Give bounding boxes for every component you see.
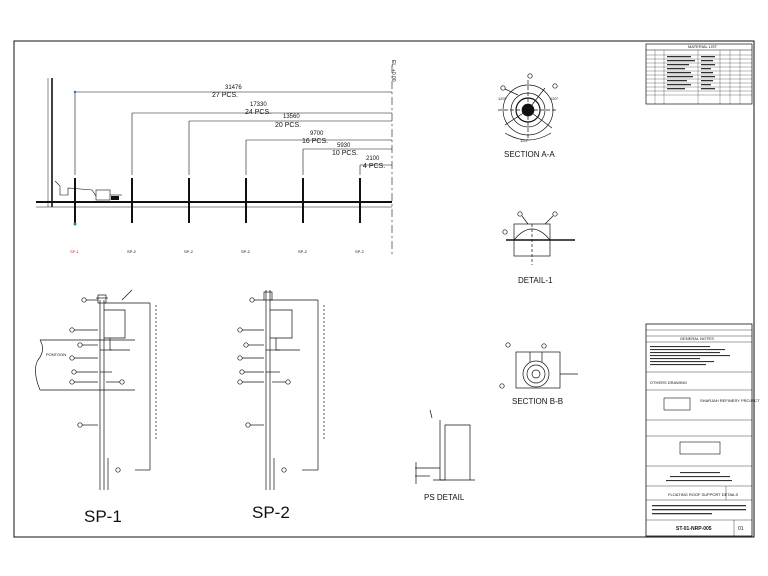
detail-1 — [502, 211, 575, 265]
support-detail-sp2 — [237, 290, 325, 490]
support-tag: SP-2 — [127, 249, 137, 254]
pontoon-label: PONTOON — [46, 352, 66, 357]
dimension-count: 4 PCS. — [363, 163, 385, 170]
drawing-kind: OTHERS DRAWING — [650, 380, 687, 385]
dimension-count: 20 PCS. — [275, 122, 301, 129]
ps-detail-title: PS DETAIL — [424, 493, 465, 502]
support-tag: SP-2 — [355, 249, 365, 254]
dimension-length: 31476 — [225, 85, 242, 91]
dimension-length: 9700 — [310, 131, 324, 137]
support-legs — [74, 178, 361, 223]
dimension-count: 10 PCS. — [332, 150, 358, 157]
dimension-length: 2100 — [366, 156, 380, 162]
ps-detail — [415, 409, 475, 484]
support-tag: SP-2 — [241, 249, 251, 254]
section-a-angle: 120° — [520, 138, 529, 143]
elevation-mark: EL. +0.00 — [390, 60, 396, 82]
general-notes-title: GENERAL NOTES — [680, 336, 714, 341]
sheet-number: 01 — [738, 526, 744, 532]
drawing-number: ST-01-NRP-005 — [676, 526, 712, 532]
support-tag: SP-2 — [184, 249, 194, 254]
support-detail-sp1 — [35, 289, 157, 490]
detail-1-title: DETAIL-1 — [518, 276, 553, 285]
project-name: SHARJAH REFINERY PROJECT — [700, 398, 760, 403]
section-a-a — [498, 73, 558, 141]
elevation-view: 31476 27 PCS. 17330 24 PCS. 13560 20 PCS… — [36, 60, 396, 255]
sheet-border — [13, 40, 755, 538]
material-list-title: MATERIAL LIST — [688, 44, 718, 49]
section-b-b — [499, 342, 578, 389]
support-tag: SP-1 — [70, 249, 80, 254]
material-list-rows — [646, 50, 752, 104]
title-block: GENERAL NOTES OTHERS DRAWING SHARJAH REF… — [645, 323, 760, 537]
section-a-angle: 120° — [498, 96, 507, 101]
dimension-length: 13560 — [283, 114, 300, 120]
support-title-sp2: SP-2 — [252, 503, 290, 522]
dimension-count: 27 PCS. — [212, 92, 238, 99]
support-title-sp1: SP-1 — [84, 507, 122, 526]
drawing-title: FLOATING ROOF SUPPORT DETAILS — [668, 492, 738, 497]
dimension-length: 17330 — [250, 102, 267, 108]
dimension-count: 16 PCS. — [302, 138, 328, 145]
section-a-angle: 120° — [550, 96, 559, 101]
section-a-title: SECTION A-A — [504, 150, 555, 159]
material-list: MATERIAL LIST — [645, 43, 753, 105]
dimension-count: 24 PCS. — [245, 109, 271, 116]
support-tag: SP-2 — [298, 249, 308, 254]
dimension-length: 5930 — [337, 143, 351, 149]
section-b-title: SECTION B-B — [512, 397, 563, 406]
